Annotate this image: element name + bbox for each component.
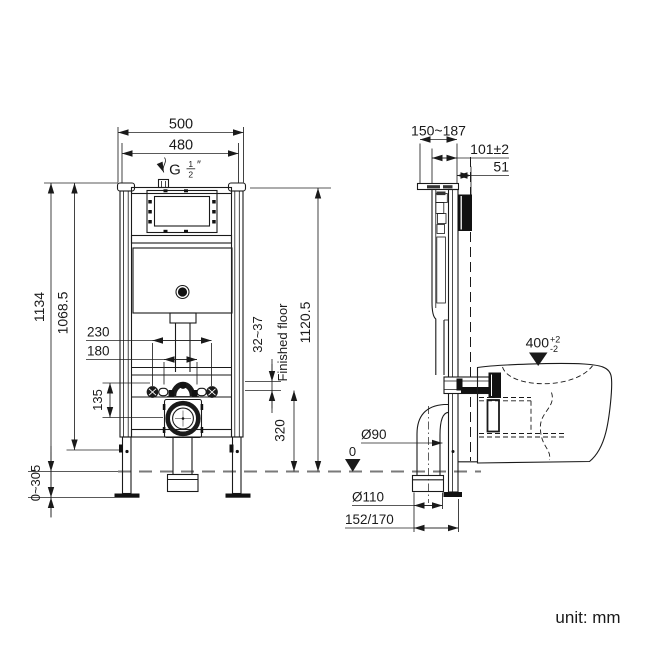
fixing-bolts <box>146 386 218 398</box>
dim-drain-distance-label: 152/170 <box>345 512 394 527</box>
supply-fraction-numerator: 1 <box>188 159 193 169</box>
toilet-bowl-profile <box>458 362 613 464</box>
left-foot <box>114 493 140 498</box>
drain-collar <box>166 473 199 493</box>
dim-overall-width <box>117 127 244 183</box>
upper-crossbar <box>130 234 233 244</box>
dim-fixing-span-outer <box>86 337 212 386</box>
dim-fixing-offset <box>102 382 163 418</box>
supply-inch-mark: ″ <box>197 159 201 171</box>
dim-height-above-floor-label: 1120.5 <box>297 301 313 343</box>
finished-floor-line <box>28 470 481 498</box>
floor-level-marker <box>345 459 361 472</box>
left-rail <box>119 190 133 438</box>
floor-level-label: 0 <box>349 444 356 459</box>
outlet-bend-front <box>167 381 199 397</box>
dim-fixing-span-inner-label: 180 <box>87 344 110 359</box>
top-fixing-plate <box>416 182 460 191</box>
dim-overall-height-label: 1134 <box>31 292 47 322</box>
unit-note: unit: mm <box>555 608 620 627</box>
top-crossbar <box>130 186 233 195</box>
dim-outlet-diameter-label: Ø110 <box>352 490 384 505</box>
bowl-height-label: 400 <box>526 335 550 351</box>
dim-leg-adjust-label: 0~305 <box>28 465 43 502</box>
drain-elbow <box>411 403 449 503</box>
flush-plate-housing <box>458 194 472 231</box>
outlet-sleeve <box>486 399 500 433</box>
finished-floor-label: Finished floor <box>275 303 290 382</box>
dim-drain-pipe-diameter-label: Ø90 <box>361 427 387 442</box>
dim-plate-offset <box>457 166 509 195</box>
supply-fraction-denominator: 2 <box>188 170 193 180</box>
dim-bolt-gap-label: 32~37 <box>250 316 265 353</box>
dim-rail-height <box>66 183 119 451</box>
dim-overall-width-label: 500 <box>169 117 193 133</box>
front-view-frame <box>114 178 251 498</box>
access-panel-clips <box>148 189 216 233</box>
right-rail <box>230 190 244 438</box>
dim-overall-height <box>44 182 118 498</box>
access-panel <box>146 189 218 234</box>
cistern-tank <box>132 247 233 314</box>
side-rail <box>447 188 459 493</box>
right-leg <box>231 436 242 495</box>
dim-inner-width <box>121 143 239 183</box>
dim-cistern-depth-label: 101±2 <box>470 141 509 157</box>
left-leg <box>121 436 132 495</box>
flush-button <box>175 284 190 300</box>
flush-pipe-stub <box>169 312 197 324</box>
dim-drain-distance <box>345 499 459 532</box>
dim-fixing-span-outer-label: 230 <box>87 325 110 340</box>
dim-cistern-depth <box>431 148 509 183</box>
side-foot <box>443 492 462 497</box>
supply-callout <box>156 157 196 173</box>
water-supply-fitting <box>157 178 170 189</box>
dim-fixing-span-inner <box>86 356 198 385</box>
dim-bolt-gap <box>245 359 281 413</box>
bowl-height-marker <box>529 352 548 366</box>
dim-plate-offset-label: 51 <box>493 159 509 175</box>
dim-outlet-diameter <box>352 492 443 532</box>
side-view-frame <box>411 157 613 503</box>
dim-depth-range-label: 150~187 <box>411 123 466 139</box>
fixing-stud <box>461 387 496 394</box>
cistern-side-profile <box>431 189 449 375</box>
right-foot <box>225 493 251 498</box>
dim-height-above-floor <box>250 187 331 472</box>
dim-outlet-height-label: 320 <box>273 419 288 442</box>
waste-outlet <box>162 398 204 439</box>
supply-g-label: G <box>169 162 181 179</box>
drain-drop-pipe <box>172 436 193 476</box>
dim-fixing-offset-label: 135 <box>90 389 105 411</box>
bowl-height-tol-minus: -2 <box>550 344 558 354</box>
dim-inner-width-label: 480 <box>169 138 193 154</box>
dim-depth-range <box>419 136 458 183</box>
dim-rail-height-label: 1068.5 <box>55 291 71 334</box>
bowl-height-tol-plus: +2 <box>550 335 560 345</box>
